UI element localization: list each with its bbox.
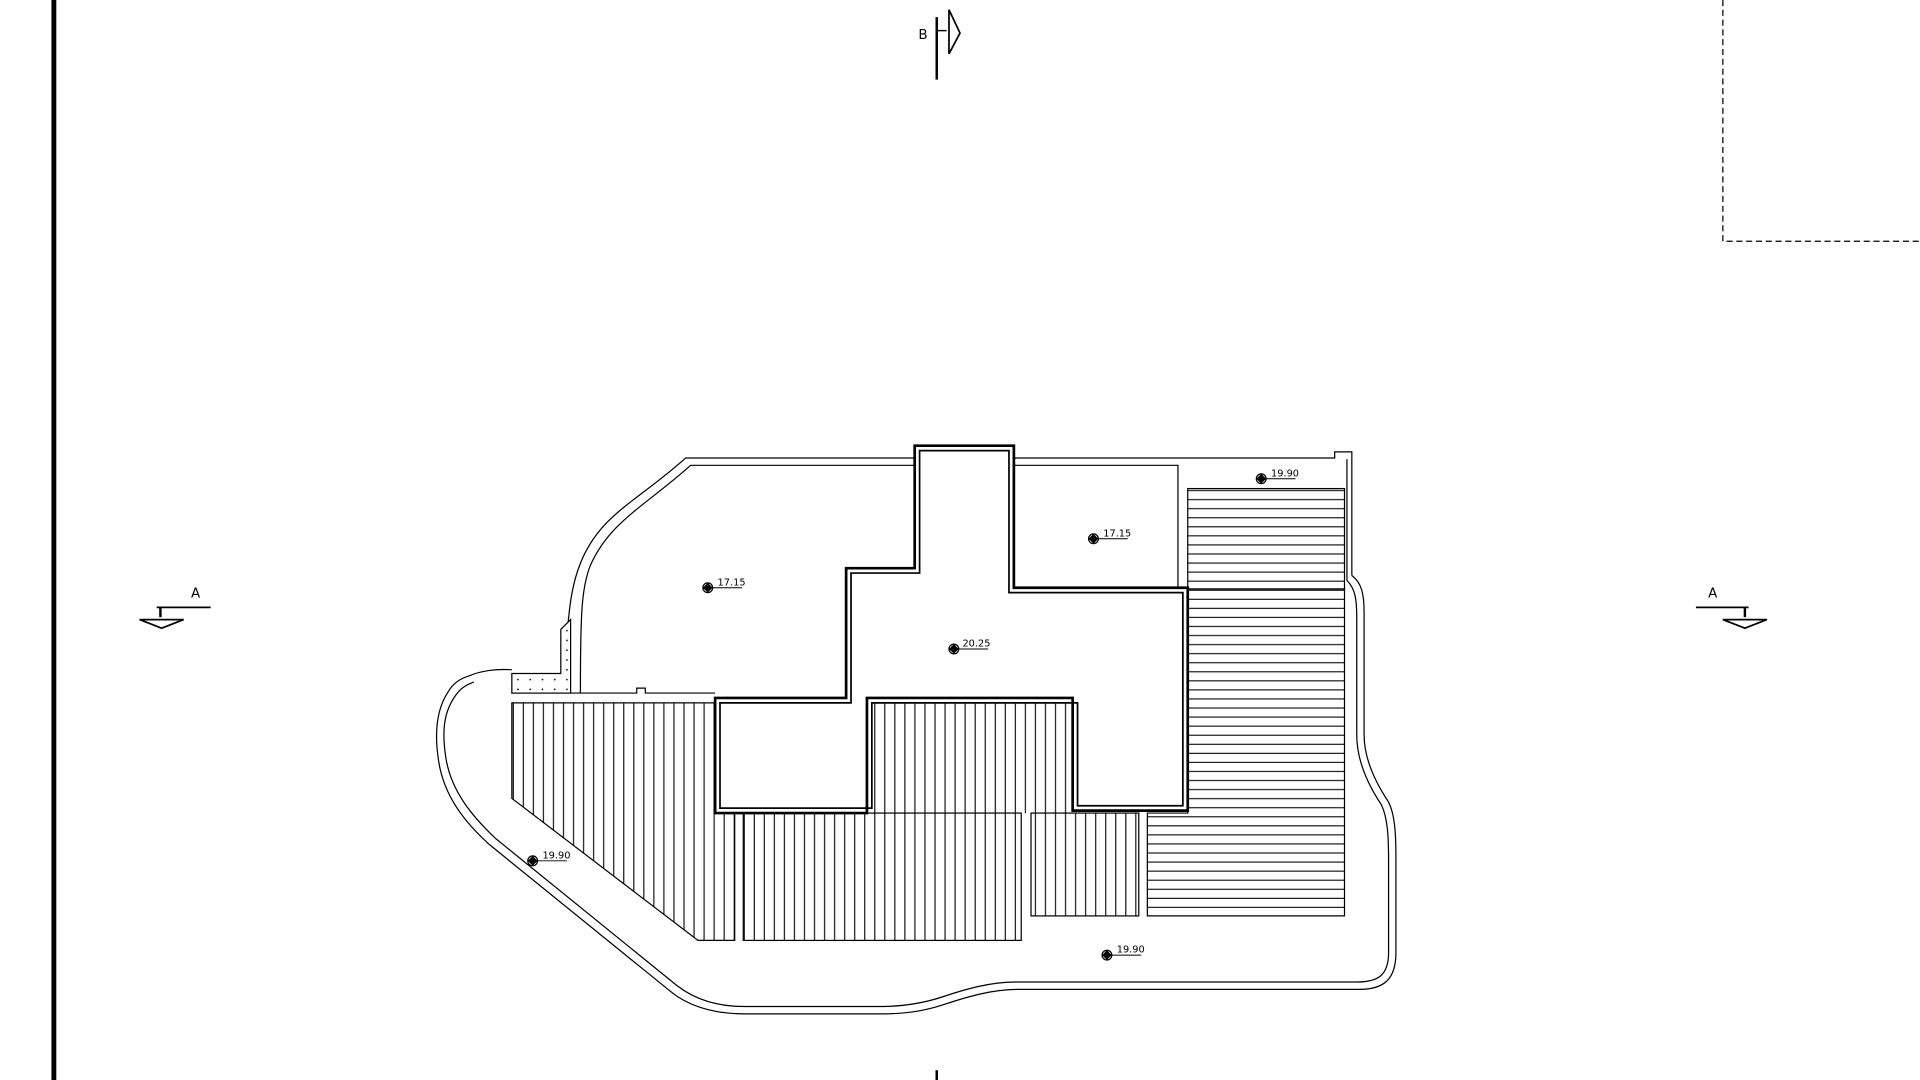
dashed-viewport-frame bbox=[1722, 0, 1920, 242]
elevation-text-roof-main: 20.25 bbox=[962, 639, 990, 650]
elevation-text-terrace-right: 17.15 bbox=[1103, 528, 1131, 539]
lower-terrace-line bbox=[511, 687, 716, 694]
elevation-mark-upper-right: 19.90 bbox=[1255, 468, 1299, 485]
section-b-label: B bbox=[918, 28, 927, 43]
outer-parapet bbox=[435, 451, 1397, 1015]
elevation-text-lower-center: 19.90 bbox=[1117, 945, 1145, 956]
section-a-right-label: A bbox=[1708, 587, 1718, 602]
elevation-mark-lower-center: 19.90 bbox=[1101, 945, 1145, 961]
section-b-marker: B bbox=[918, 9, 961, 1080]
hatched-roof-areas bbox=[511, 487, 1346, 942]
elevation-mark-terrace-right: 17.15 bbox=[1087, 528, 1131, 545]
section-a-right-marker: A bbox=[1695, 587, 1768, 630]
section-a-left-marker: A bbox=[139, 587, 211, 630]
elevation-text-lower-left: 19.90 bbox=[542, 850, 570, 861]
elevation-mark-terrace-left: 17.15 bbox=[702, 577, 746, 594]
elevation-text-upper-right: 19.90 bbox=[1271, 468, 1299, 479]
elevation-mark-roof-main: 20.25 bbox=[948, 639, 990, 655]
elevation-mark-lower-left: 19.90 bbox=[527, 850, 570, 867]
dotted-planter bbox=[511, 618, 572, 694]
main-roof-fill bbox=[715, 445, 1188, 814]
main-roof-outline bbox=[713, 444, 1190, 815]
elevation-text-terrace-left: 17.15 bbox=[718, 577, 746, 588]
section-a-left-label: A bbox=[191, 587, 201, 602]
